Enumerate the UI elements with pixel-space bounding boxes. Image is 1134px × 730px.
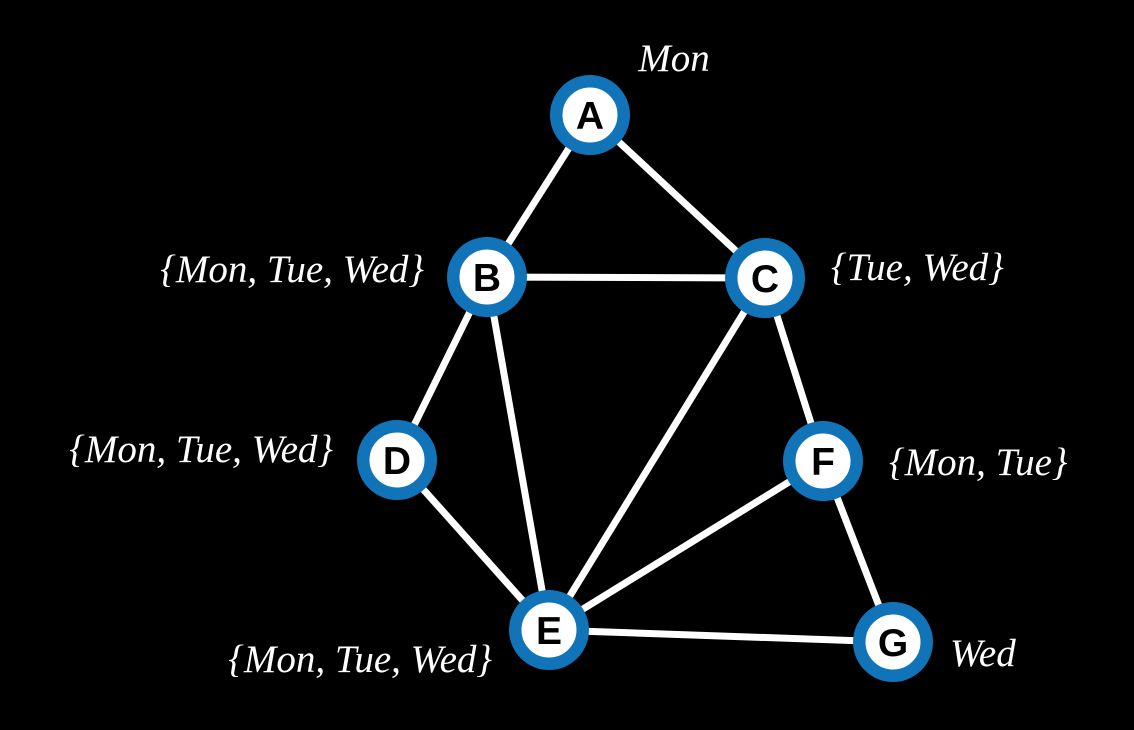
node-A [550, 75, 630, 155]
edge-E-G [545, 626, 897, 646]
edge-E-F [545, 457, 827, 634]
node-F [783, 421, 863, 501]
node-G-letter: G [878, 622, 908, 665]
node-D-letter: D [383, 440, 411, 483]
node-B-letter: B [473, 257, 501, 300]
node-G-domain-label: Wed [950, 632, 1016, 675]
node-A-letter: A [576, 95, 604, 138]
node-C-domain-label: {Tue, Wed} [831, 246, 1004, 289]
edge-B-C [483, 273, 769, 282]
node-F-domain-label: {Mon, Tue} [889, 441, 1068, 484]
node-D-domain-label: {Mon, Tue, Wed} [69, 428, 333, 471]
node-E [509, 590, 589, 670]
node-A-domain-label: Mon [637, 37, 710, 80]
edge-C-E [545, 274, 769, 634]
node-G [853, 602, 933, 682]
node-B-domain-label: {Mon, Tue, Wed} [160, 248, 424, 291]
node-C [725, 238, 805, 318]
node-E-letter: E [536, 610, 562, 653]
node-D [357, 420, 437, 500]
node-C-letter: C [751, 258, 779, 301]
node-F-letter: F [811, 441, 835, 484]
node-E-domain-label: {Mon, Tue, Wed} [228, 638, 492, 681]
node-B [447, 237, 527, 317]
edge-B-E [483, 273, 553, 634]
